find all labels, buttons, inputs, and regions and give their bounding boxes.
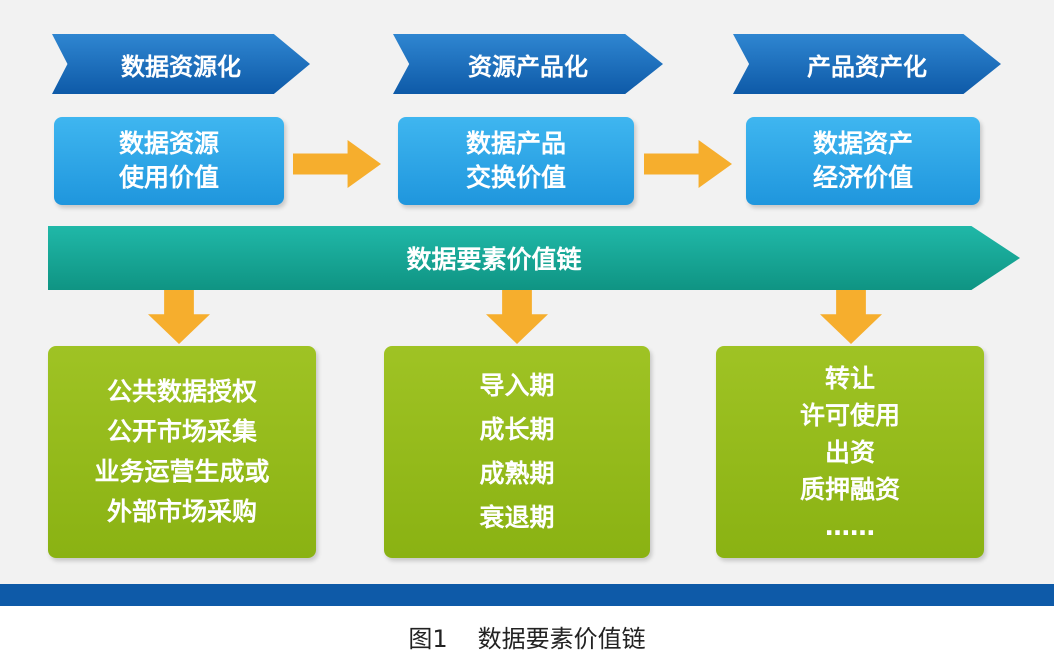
outcome-box-transactions: 转让 许可使用 出资 质押融资 …… [716,346,984,558]
down-arrow-icon [486,290,548,344]
down-arrow-icon [820,290,882,344]
list-item: 出资 [824,437,875,467]
value-box-line: 数据资源 [118,129,219,158]
stage-chevron-2: 资源产品化 [393,34,663,94]
stage-label: 产品资产化 [807,52,927,81]
figure-title: 数据要素价值链 [477,624,646,653]
value-box-line: 交换价值 [465,163,566,192]
list-item: 公开市场采集 [106,417,257,446]
list-item: 外部市场采购 [106,497,257,526]
list-item: 衰退期 [479,503,555,532]
value-box-line: 数据产品 [465,129,566,158]
list-item: 业务运营生成或 [94,457,270,486]
list-item: 成熟期 [479,459,555,488]
outcome-box-sources: 公共数据授权 公开市场采集 业务运营生成或 外部市场采购 [48,346,316,558]
footer-band [0,584,1054,606]
down-arrow-icon [148,290,210,344]
figure-number: 图1 [408,624,448,653]
value-box-1: 数据资源 使用价值 [54,117,284,205]
outcome-box-lifecycle: 导入期 成长期 成熟期 衰退期 [384,346,650,558]
value-chain-arrow: 数据要素价值链 [48,226,1020,290]
value-chain-label: 数据要素价值链 [406,245,582,274]
stage-label: 数据资源化 [121,52,241,81]
list-item: 许可使用 [799,400,900,430]
figure-caption: 图1 数据要素价值链 [0,618,1054,654]
value-box-line: 使用价值 [118,163,219,192]
list-item: 成长期 [479,415,555,444]
stage-label: 资源产品化 [468,52,588,81]
right-arrow-icon [644,140,732,188]
value-box-line: 经济价值 [812,163,913,192]
value-box-2: 数据产品 交换价值 [398,117,634,205]
list-item: 转让 [824,363,875,393]
list-item: 导入期 [479,371,555,400]
stage-chevron-1: 数据资源化 [52,34,310,94]
list-item: 质押融资 [799,474,900,504]
value-box-3: 数据资产 经济价值 [746,117,980,205]
right-arrow-icon [293,140,381,188]
stage-chevron-3: 产品资产化 [733,34,1001,94]
value-box-line: 数据资产 [812,129,913,158]
diagram-canvas: 数据资源化 资源产品化 产品资产化 数据资源 使用价值 数据产品 交换价值 数据… [0,0,1054,604]
list-item: …… [825,511,875,541]
list-item: 公共数据授权 [106,377,257,406]
